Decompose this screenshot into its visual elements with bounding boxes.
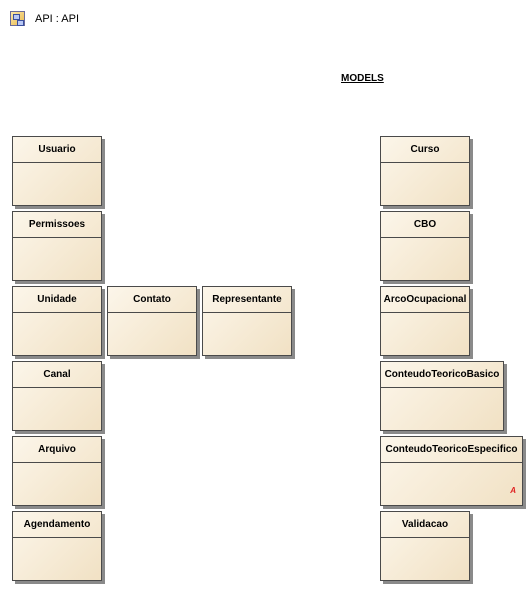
class-permissoes[interactable]: Permissoes [12, 211, 102, 281]
class-curso[interactable]: Curso [380, 136, 470, 206]
class-name: Representante [203, 287, 291, 313]
class-name: Contato [108, 287, 196, 313]
class-name: CBO [381, 212, 469, 238]
class-name: ArcoOcupacional [381, 287, 469, 313]
class-name: ConteudoTeoricoBasico [381, 362, 503, 388]
class-conteudo-teorico-basico[interactable]: ConteudoTeoricoBasico [380, 361, 504, 431]
class-conteudo-teorico-especifico[interactable]: ConteudoTeoricoEspecifico A [380, 436, 523, 506]
class-name: ConteudoTeoricoEspecifico [381, 437, 522, 463]
class-unidade[interactable]: Unidade [12, 286, 102, 356]
class-name: Unidade [13, 287, 101, 313]
package-diagram-icon [10, 11, 25, 26]
class-name: Canal [13, 362, 101, 388]
class-canal[interactable]: Canal [12, 361, 102, 431]
diagram-title: API : API [35, 12, 80, 25]
class-name: Arquivo [13, 437, 101, 463]
class-name: Permissoes [13, 212, 101, 238]
class-contato[interactable]: Contato [107, 286, 197, 356]
class-representante[interactable]: Representante [202, 286, 292, 356]
class-name: Validacao [381, 512, 469, 538]
diagram-header: API : API [10, 11, 79, 26]
class-cbo[interactable]: CBO [380, 211, 470, 281]
class-arco-ocupacional[interactable]: ArcoOcupacional [380, 286, 470, 356]
class-name: Curso [381, 137, 469, 163]
class-agendamento[interactable]: Agendamento [12, 511, 102, 581]
class-validacao[interactable]: Validacao [380, 511, 470, 581]
class-name: Usuario [13, 137, 101, 163]
models-section-label: MODELS [341, 73, 384, 84]
abstract-mark: A [510, 486, 516, 495]
class-usuario[interactable]: Usuario [12, 136, 102, 206]
class-arquivo[interactable]: Arquivo [12, 436, 102, 506]
class-name: Agendamento [13, 512, 101, 538]
